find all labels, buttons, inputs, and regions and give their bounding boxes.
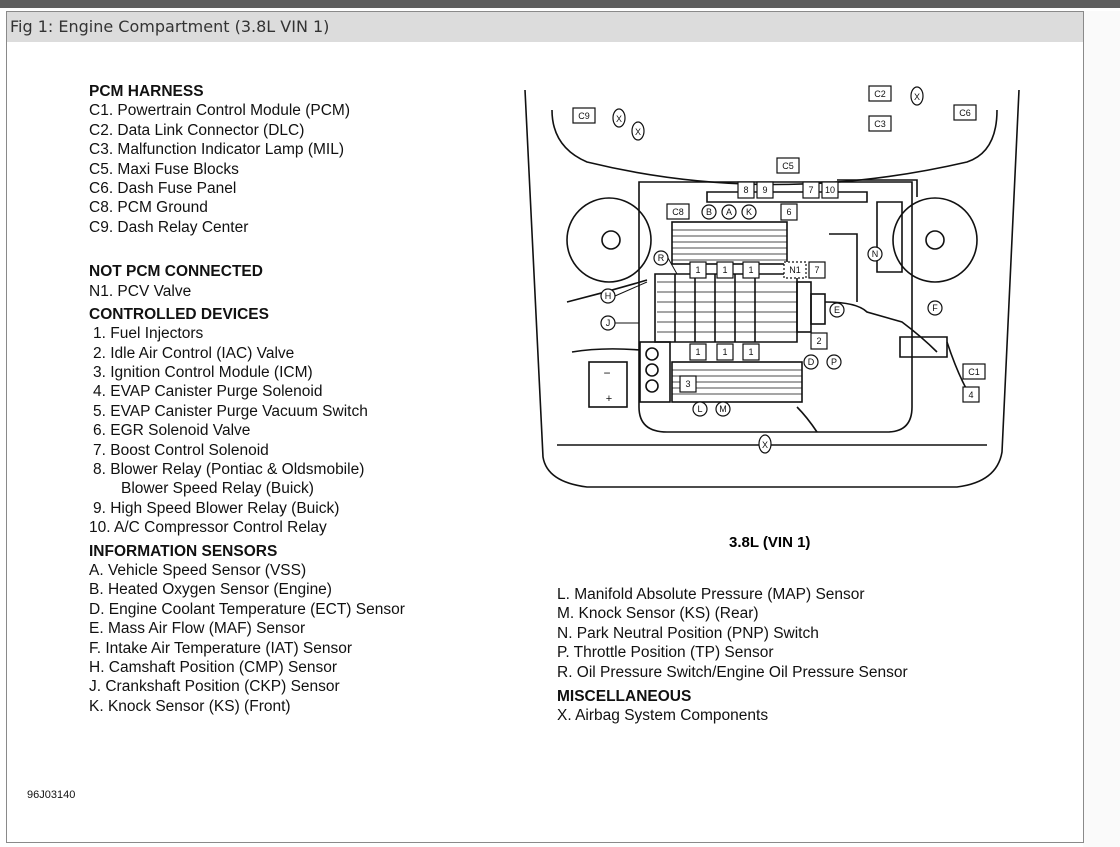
label-m: M: [719, 404, 727, 414]
legend-item: N1. PCV Valve: [89, 282, 192, 300]
label-e: E: [834, 305, 840, 315]
left-strut: [566, 197, 652, 283]
legend-item: K. Knock Sensor (KS) (Front): [89, 697, 291, 715]
legend-item: 5. EVAP Canister Purge Vacuum Switch: [93, 402, 368, 420]
legend-item: M. Knock Sensor (KS) (Rear): [557, 605, 759, 623]
top-bar: [0, 0, 1120, 8]
legend-item: C6. Dash Fuse Panel: [89, 179, 237, 197]
figure-panel: Fig 1: Engine Compartment (3.8L VIN 1) P…: [6, 11, 1084, 843]
label-h: H: [605, 291, 612, 301]
air-duct: [824, 301, 938, 353]
legend-right: L. Manifold Absolute Pressure (MAP) Sens…: [557, 585, 908, 726]
legend-item: D. Engine Coolant Temperature (ECT) Sens…: [89, 600, 405, 618]
pcm-harness-heading: PCM HARNESS: [89, 83, 204, 100]
label-4: 4: [968, 390, 973, 400]
ignition-coil: [639, 341, 671, 403]
label-c2: C2: [874, 89, 886, 99]
label-3: 3: [685, 379, 690, 389]
label-6: 6: [786, 207, 791, 217]
label-1: 1: [748, 347, 753, 357]
label-x: X: [635, 127, 641, 137]
legend-item: 10. A/C Compressor Control Relay: [89, 519, 327, 537]
label-1: 1: [722, 347, 727, 357]
controlled-heading: CONTROLLED DEVICES: [89, 305, 269, 323]
label-c3: C3: [874, 119, 886, 129]
right-margin: [1083, 11, 1120, 847]
label-c8: C8: [672, 207, 684, 217]
legend-item: P. Throttle Position (TP) Sensor: [557, 644, 774, 662]
legend-item: E. Mass Air Flow (MAF) Sensor: [89, 620, 306, 638]
label-x: X: [616, 114, 622, 124]
cowl-line: [551, 109, 998, 186]
legend-item: F. Intake Air Temperature (IAT) Sensor: [89, 639, 353, 657]
label-1: 1: [695, 265, 700, 275]
misc-heading: MISCELLANEOUS: [557, 687, 692, 705]
label-r: R: [658, 253, 665, 263]
label-9: 9: [762, 185, 767, 195]
label-c6: C6: [959, 108, 971, 118]
figure-number: 96J03140: [27, 789, 76, 801]
sensors-heading: INFORMATION SENSORS: [89, 542, 278, 560]
label-1: 1: [748, 265, 753, 275]
label-d: D: [808, 357, 815, 367]
label-2: 2: [816, 336, 821, 346]
legend-item: C5. Maxi Fuse Blocks: [89, 160, 239, 178]
label-b: B: [706, 207, 712, 217]
legend-item: 3. Ignition Control Module (ICM): [93, 364, 313, 382]
battery: [588, 361, 628, 408]
label-c5: C5: [782, 161, 794, 171]
label-l: L: [697, 404, 702, 414]
label-x: X: [762, 440, 768, 450]
legend-item: Blower Speed Relay (Buick): [121, 480, 314, 498]
legend-item: J. Crankshaft Position (CKP) Sensor: [89, 678, 340, 696]
diagram-title: 3.8L (VIN 1): [729, 534, 811, 551]
legend-item: B. Heated Oxygen Sensor (Engine): [89, 581, 332, 599]
right-strut: [892, 197, 978, 283]
legend-item: X. Airbag System Components: [557, 707, 769, 725]
legend-item: C8. PCM Ground: [89, 199, 208, 217]
engine-compartment-diagram: C9 C2 C3 C6 C5 C8 C1 4 8 9 7 10 6 1 1 1 …: [524, 85, 1020, 488]
legend-item: N. Park Neutral Position (PNP) Switch: [557, 624, 819, 642]
legend-item: C3. Malfunction Indicator Lamp (MIL): [89, 141, 344, 159]
label-1: 1: [695, 347, 700, 357]
label-j: J: [606, 318, 611, 328]
label-1: 1: [722, 265, 727, 275]
label-c1: C1: [968, 367, 980, 377]
legend-item: H. Camshaft Position (CMP) Sensor: [89, 658, 338, 676]
legend-item: C9. Dash Relay Center: [89, 218, 249, 236]
legend-item: 9. High Speed Blower Relay (Buick): [93, 499, 340, 517]
label-10: 10: [825, 185, 835, 195]
upper-manifold: [671, 221, 788, 265]
not-pcm-heading: NOT PCM CONNECTED: [89, 263, 263, 281]
legend-item: 7. Boost Control Solenoid: [93, 441, 269, 459]
legend-item: 8. Blower Relay (Pontiac & Oldsmobile): [93, 461, 365, 479]
label-x: X: [914, 92, 920, 102]
label-f: F: [932, 303, 938, 313]
label-8: 8: [743, 185, 748, 195]
legend-item: C1. Powertrain Control Module (PCM): [89, 102, 351, 120]
legend-item: A. Vehicle Speed Sensor (VSS): [89, 561, 307, 579]
legend-item: R. Oil Pressure Switch/Engine Oil Pressu…: [557, 663, 908, 681]
body-outline: [524, 89, 1020, 488]
legend-item: L. Manifold Absolute Pressure (MAP) Sens…: [557, 586, 865, 603]
legend-item: C2. Data Link Connector (DLC): [89, 121, 305, 139]
battery-minus: −: [603, 366, 610, 380]
legend-item: 2. Idle Air Control (IAC) Valve: [93, 344, 295, 362]
legend-item: 1. Fuel Injectors: [93, 325, 204, 343]
legend-left: PCM HARNESS C1. Powertrain Control Modul…: [89, 82, 405, 716]
label-n1: N1: [789, 265, 801, 275]
label-p: P: [831, 357, 837, 367]
legend-item: 4. EVAP Canister Purge Solenoid: [93, 383, 323, 401]
label-7: 7: [814, 265, 819, 275]
legend-item: 6. EGR Solenoid Valve: [93, 422, 251, 440]
label-7: 7: [808, 185, 813, 195]
engine-outline: [638, 181, 913, 433]
label-k: K: [746, 207, 752, 217]
figure-caption: Fig 1: Engine Compartment (3.8L VIN 1): [7, 12, 1083, 42]
label-c9: C9: [578, 111, 590, 121]
label-a: A: [726, 207, 732, 217]
label-n: N: [872, 249, 879, 259]
battery-plus: +: [606, 393, 612, 405]
